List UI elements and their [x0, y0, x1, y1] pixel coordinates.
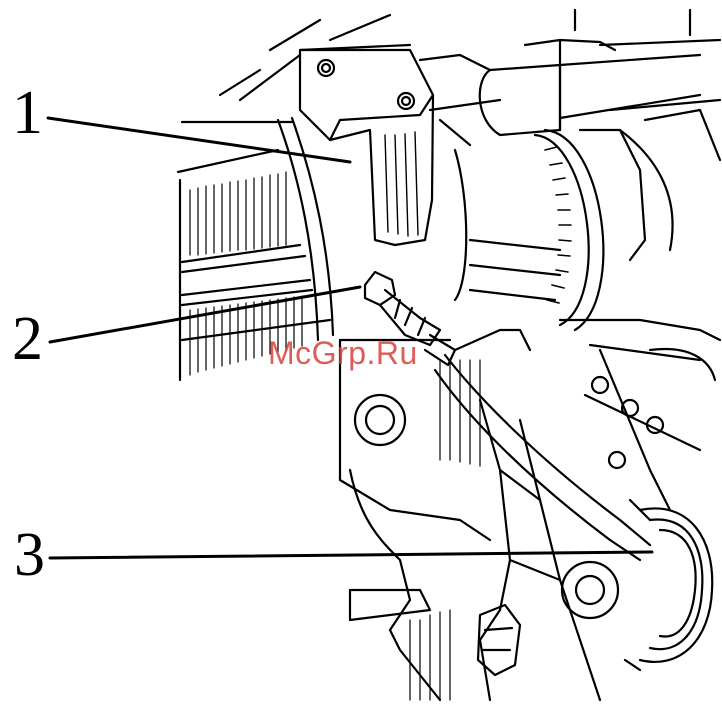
leader-line-2: [50, 287, 360, 342]
callout-number-1: 1: [12, 82, 43, 144]
watermark-text: McGrp.Ru: [268, 335, 418, 372]
lower-engine-block: [340, 340, 490, 700]
engine-block-background: [178, 15, 390, 380]
leader-line-3: [50, 552, 652, 558]
callout-number-3: 3: [14, 524, 45, 586]
wheel-hub: [625, 500, 712, 670]
toothed-ring: [440, 120, 603, 330]
callout-number-2: 2: [12, 308, 43, 370]
leader-line-1: [48, 118, 350, 162]
upper-shaft-housing: [420, 10, 720, 135]
right-side-mechanism: [560, 110, 720, 510]
